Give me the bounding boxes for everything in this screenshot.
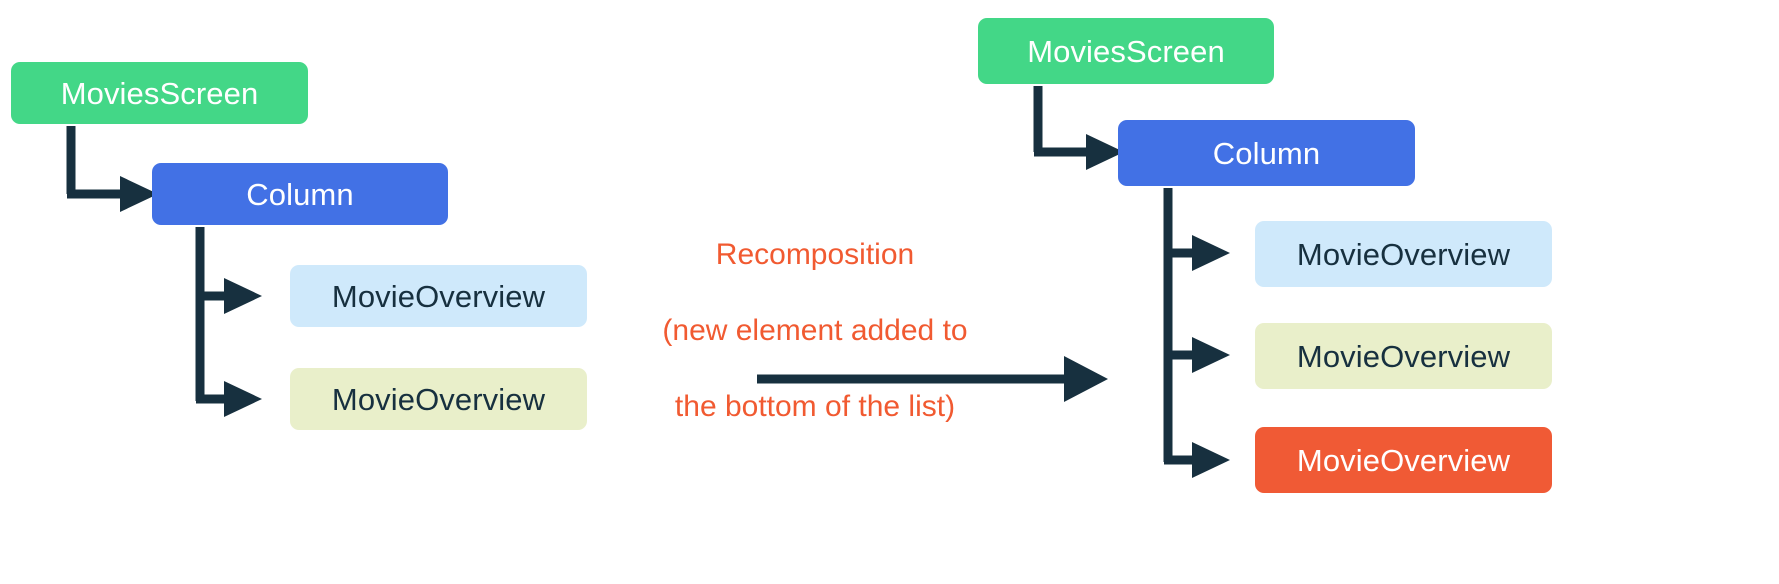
before-node-movie-overview-2-label: MovieOverview — [331, 381, 546, 417]
recomposition-caption-line-3: the bottom of the list) — [674, 390, 956, 423]
recomposition-caption-line-1: Recomposition — [715, 238, 915, 271]
after-node-movie-overview-3[interactable]: MovieOverview — [1255, 427, 1552, 493]
before-node-movie-overview-2[interactable]: MovieOverview — [290, 368, 587, 430]
after-node-column[interactable]: Column — [1118, 120, 1415, 186]
recomposition-caption-line-2: (new element added to — [662, 314, 968, 347]
after-node-movie-overview-3-label: MovieOverview — [1296, 442, 1511, 478]
before-node-column[interactable]: Column — [152, 163, 448, 225]
after-node-movies-screen-label: MoviesScreen — [1027, 33, 1225, 69]
after-node-movie-overview-1-label: MovieOverview — [1296, 236, 1511, 272]
connector-screen-to-column-right — [1033, 86, 1124, 170]
after-node-movies-screen[interactable]: MoviesScreen — [978, 18, 1274, 84]
before-node-movie-overview-1-label: MovieOverview — [331, 278, 546, 314]
after-node-movie-overview-2[interactable]: MovieOverview — [1255, 323, 1552, 389]
connector-screen-to-column-left — [66, 126, 158, 212]
before-node-column-label: Column — [246, 176, 354, 212]
after-node-column-label: Column — [1212, 135, 1321, 171]
connector-column-to-children-right — [1163, 188, 1230, 478]
after-node-movie-overview-2-label: MovieOverview — [1296, 338, 1511, 374]
before-node-movies-screen-label: MoviesScreen — [60, 75, 259, 111]
before-node-movie-overview-1[interactable]: MovieOverview — [290, 265, 587, 327]
connector-column-to-children-left — [195, 227, 262, 417]
after-node-movie-overview-1[interactable]: MovieOverview — [1255, 221, 1552, 287]
before-node-movies-screen[interactable]: MoviesScreen — [11, 62, 308, 124]
recomposition-caption: Recomposition (new element added to the … — [645, 198, 985, 464]
